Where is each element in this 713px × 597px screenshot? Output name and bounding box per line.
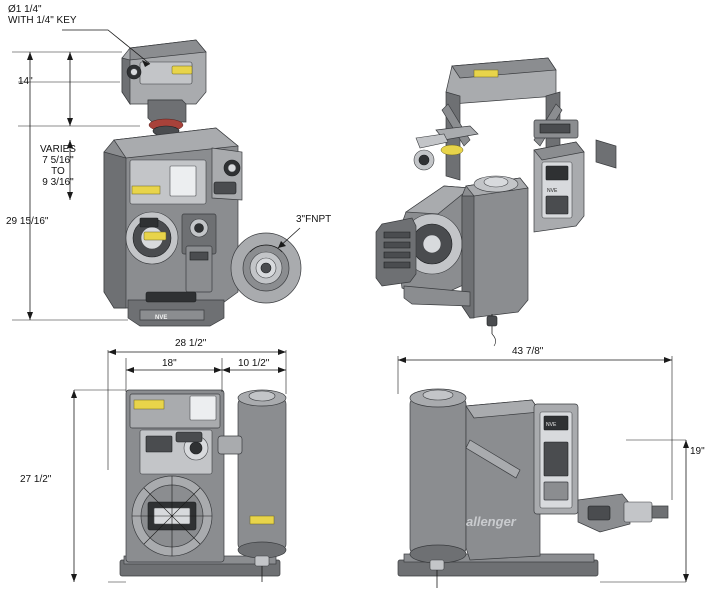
annotation-dim-18: 18"	[162, 358, 177, 369]
annotation-dim-10-1-2: 10 1/2"	[238, 358, 270, 369]
svg-text:NVE: NVE	[546, 422, 557, 428]
annotation-dim-27-1-2: 27 1/2"	[20, 474, 52, 485]
annotation-dim-28-1-2: 28 1/2"	[175, 338, 207, 349]
model-text: allenger	[466, 514, 517, 529]
dimensions-view4	[397, 356, 689, 583]
annotation-port-note: 3"FNPT	[296, 214, 332, 225]
front-elevation-view	[119, 389, 287, 582]
dimensions-view1	[12, 29, 301, 321]
svg-text:NVE: NVE	[547, 188, 558, 194]
front-left-iso-view: NVE	[103, 39, 302, 327]
annotation-dim-43-7-8: 43 7/8"	[512, 346, 544, 357]
annotation-varies-note: VARIES 7 5/16" TO 9 3/16"	[40, 144, 76, 188]
annotation-dim-14: 14"	[18, 76, 33, 87]
side-elevation-view: allenger NVE	[397, 388, 669, 588]
annotation-dim-29-15-16: 29 15/16"	[6, 216, 49, 227]
annotation-shaft-note: Ø1 1/4" WITH 1/4" KEY	[8, 4, 77, 26]
nve-logo-iso1: NVE	[155, 315, 167, 321]
annotation-dim-19: 19"	[690, 446, 705, 457]
dimensions-view3	[71, 349, 287, 583]
rear-right-iso-view: NVE	[375, 57, 617, 347]
